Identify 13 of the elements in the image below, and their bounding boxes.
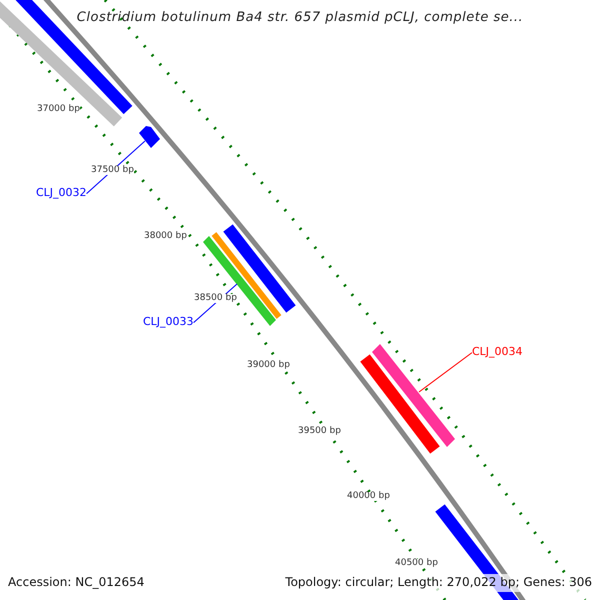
tick-label: 37000 bp: [37, 105, 80, 114]
footer-text: Accession: NC_012654: [8, 576, 144, 588]
leader-line: [418, 352, 472, 392]
gene-label: CLJ_0033: [143, 316, 194, 327]
gene-label: CLJ_0032: [36, 187, 87, 198]
map-title: Clostridium botulinum Ba4 str. 657 plasmid pCLJ, complete se...: [76, 11, 524, 24]
gene-label: CLJ_0034: [472, 346, 523, 357]
tick-label: 40000 bp: [347, 492, 390, 501]
tick-label: 40500 bp: [395, 559, 438, 568]
gene-arrow: [139, 126, 160, 148]
tick-label: 38500 bp: [194, 294, 237, 303]
gene-arrow: [372, 344, 455, 447]
tick-label: 39000 bp: [247, 361, 290, 370]
